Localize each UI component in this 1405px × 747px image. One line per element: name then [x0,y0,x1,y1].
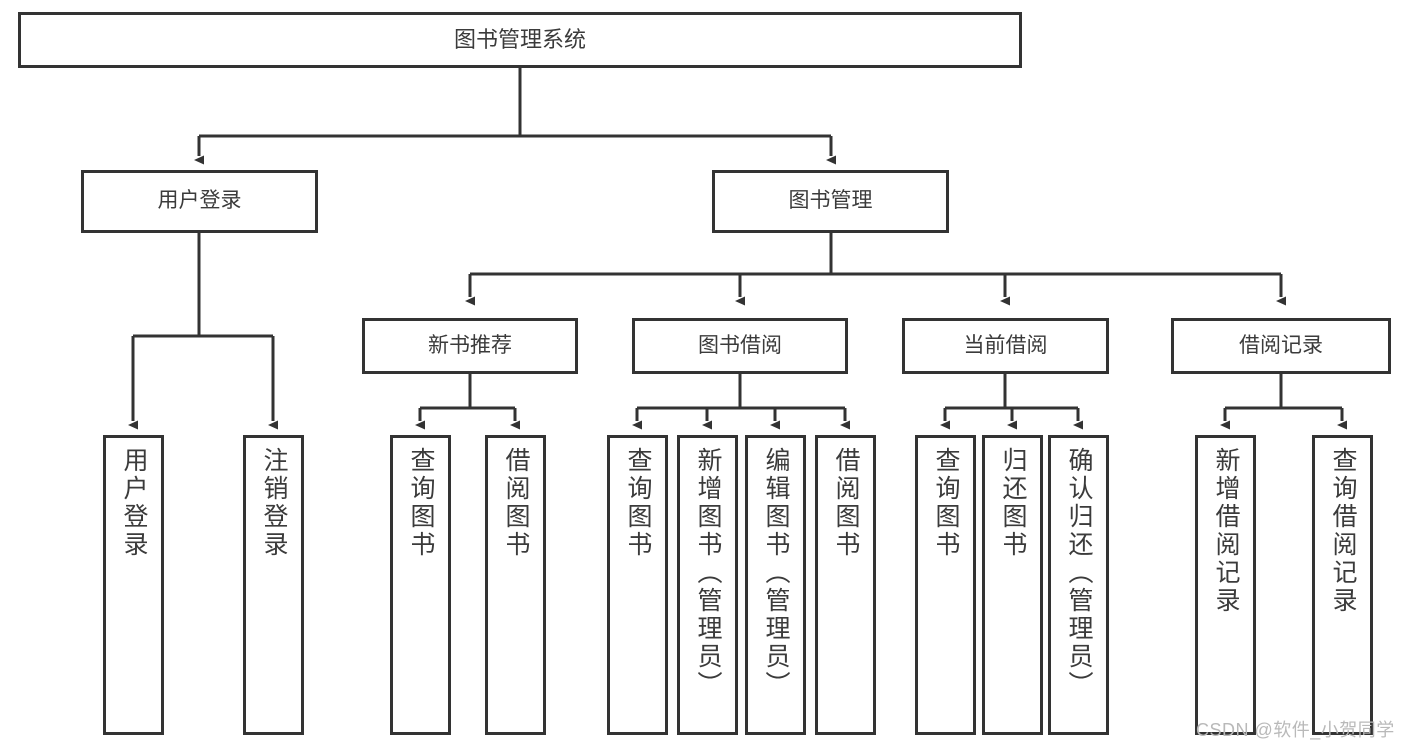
node-label: 图书借阅 [698,333,782,357]
leaf-query-book-borrow[interactable]: 查询图书 [607,435,668,735]
node-root-system[interactable]: 图书管理系统 [18,12,1022,68]
node-label: 查询借阅记录 [1329,447,1357,615]
node-label: 当前借阅 [963,333,1048,357]
node-label: 新增借阅记录 [1212,447,1240,615]
node-label: 新书推荐 [428,333,512,357]
node-label: 注销登录 [260,447,288,559]
node-label: 归还图书 [999,447,1027,559]
node-borrow-record[interactable]: 借阅记录 [1171,318,1391,374]
node-label: 查询图书 [624,447,652,559]
leaf-borrow-book-recommend[interactable]: 借阅图书 [485,435,546,735]
leaf-query-borrow-record[interactable]: 查询借阅记录 [1312,435,1373,735]
node-label: 图书管理 [788,189,873,213]
leaf-user-logout[interactable]: 注销登录 [243,435,304,735]
node-book-management[interactable]: 图书管理 [712,170,949,233]
leaf-edit-book[interactable]: 编辑图书（管理员） [745,435,806,735]
node-label: 查询图书 [407,447,435,559]
leaf-user-login[interactable]: 用户登录 [103,435,164,735]
leaf-add-book[interactable]: 新增图书（管理员） [677,435,738,735]
node-label: 借阅图书 [502,447,530,559]
watermark-text: CSDN @软件_小贺同学 [1196,720,1395,740]
node-label: 借阅图书 [832,447,860,559]
leaf-borrow-book[interactable]: 借阅图书 [815,435,876,735]
leaf-add-borrow-record[interactable]: 新增借阅记录 [1195,435,1256,735]
node-label: 用户登录 [157,189,242,213]
node-new-book-recommend[interactable]: 新书推荐 [362,318,578,374]
node-book-borrow[interactable]: 图书借阅 [632,318,848,374]
leaf-confirm-return[interactable]: 确认归还（管理员） [1048,435,1109,735]
node-label: 借阅记录 [1239,333,1323,357]
leaf-return-book[interactable]: 归还图书 [982,435,1043,735]
node-label: 新增图书（管理员） [694,447,722,699]
node-label: 图书管理系统 [453,27,586,53]
node-label: 确认归还（管理员） [1065,447,1093,699]
leaf-query-book-recommend[interactable]: 查询图书 [390,435,451,735]
node-label: 编辑图书（管理员） [762,447,790,699]
leaf-query-book-current[interactable]: 查询图书 [915,435,976,735]
node-current-borrow[interactable]: 当前借阅 [902,318,1109,374]
node-label: 查询图书 [932,447,960,559]
node-label: 用户登录 [120,447,148,559]
node-user-login[interactable]: 用户登录 [81,170,318,233]
